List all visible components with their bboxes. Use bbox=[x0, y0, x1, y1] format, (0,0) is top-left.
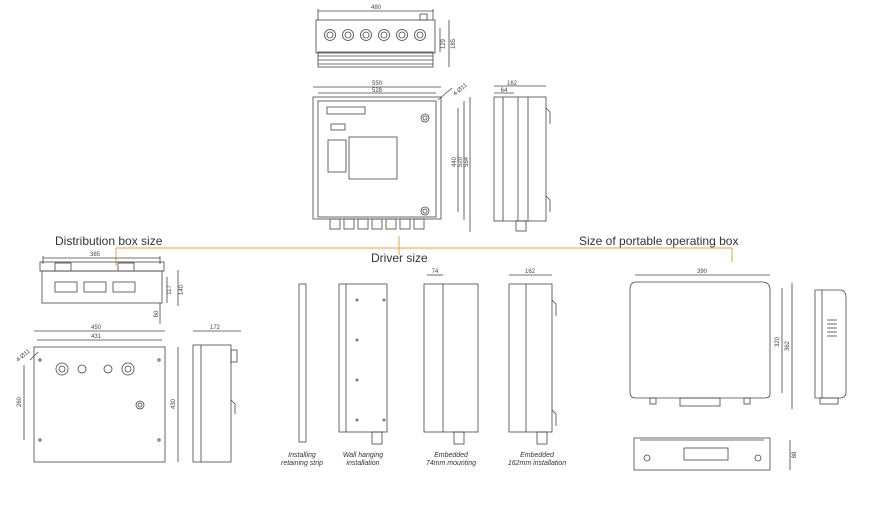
caption-embedded-162: Embedded 162mm installation bbox=[507, 452, 567, 467]
dist-front-hole-dim: 4-Ø11 bbox=[15, 348, 32, 363]
portable-box-side-view bbox=[814, 289, 847, 405]
driver-side-view bbox=[493, 85, 551, 232]
driver-top-width-dim: 480 bbox=[371, 5, 382, 11]
embedded-74-dim: 74 bbox=[432, 269, 439, 275]
driver-side-offset-dim: 64 bbox=[501, 88, 508, 94]
driver-top-height-a-dim: 129 bbox=[441, 38, 447, 49]
caption-retaining-strip: Installing retaining strip bbox=[280, 452, 324, 467]
embedded-162-dim: 162 bbox=[525, 269, 536, 275]
dist-top-width-dim: 385 bbox=[90, 252, 101, 258]
driver-front-height-a-dim: 440 bbox=[452, 156, 458, 167]
driver-front-hole-dim: 4-Ø11 bbox=[452, 82, 469, 97]
driver-heading: Driver size bbox=[371, 251, 428, 265]
orange-leader-lines bbox=[115, 236, 733, 266]
dist-front-height-b-dim: 430 bbox=[171, 398, 177, 409]
distribution-box-heading: Distribution box size bbox=[55, 234, 163, 248]
driver-side-depth-dim: 162 bbox=[507, 81, 518, 87]
driver-front-height-c-dim: 554 bbox=[464, 156, 470, 167]
portable-front-height-b-dim: 362 bbox=[785, 340, 791, 351]
portable-box-front-view bbox=[629, 274, 793, 409]
portable-front-height-a-dim: 320 bbox=[775, 336, 781, 347]
portable-box-heading: Size of portable operating box bbox=[579, 234, 739, 248]
distribution-box-top-view bbox=[39, 256, 179, 324]
dist-top-offset-dim: 60 bbox=[154, 310, 160, 317]
dist-side-depth-dim: 172 bbox=[210, 325, 221, 331]
distribution-box-front-view bbox=[23, 330, 179, 463]
driver-front-outer-width-dim: 550 bbox=[372, 81, 383, 87]
driver-top-view bbox=[315, 9, 450, 68]
portable-bottom-depth-dim: 88 bbox=[792, 451, 798, 458]
portable-box-bottom-view bbox=[633, 437, 791, 471]
dist-top-height-b-dim: 140 bbox=[179, 284, 185, 295]
caption-wall-hanging: Wall hanging installation bbox=[342, 452, 384, 467]
dist-front-height-a-dim: 260 bbox=[17, 396, 23, 407]
portable-front-width-dim: 390 bbox=[697, 269, 708, 275]
caption-embedded-74: Embedded 74mm mounting bbox=[425, 452, 477, 467]
driver-front-height-b-dim: 520 bbox=[458, 156, 464, 167]
driver-front-inner-width-dim: 528 bbox=[372, 88, 383, 94]
distribution-box-side-view bbox=[192, 330, 241, 463]
driver-installation-views bbox=[298, 274, 557, 445]
driver-top-height-b-dim: 185 bbox=[451, 38, 457, 49]
dist-front-inner-width-dim: 431 bbox=[91, 334, 102, 340]
driver-front-view bbox=[312, 86, 471, 232]
dist-front-outer-width-dim: 450 bbox=[91, 325, 102, 331]
dist-top-height-a-dim: 117 bbox=[167, 285, 173, 295]
